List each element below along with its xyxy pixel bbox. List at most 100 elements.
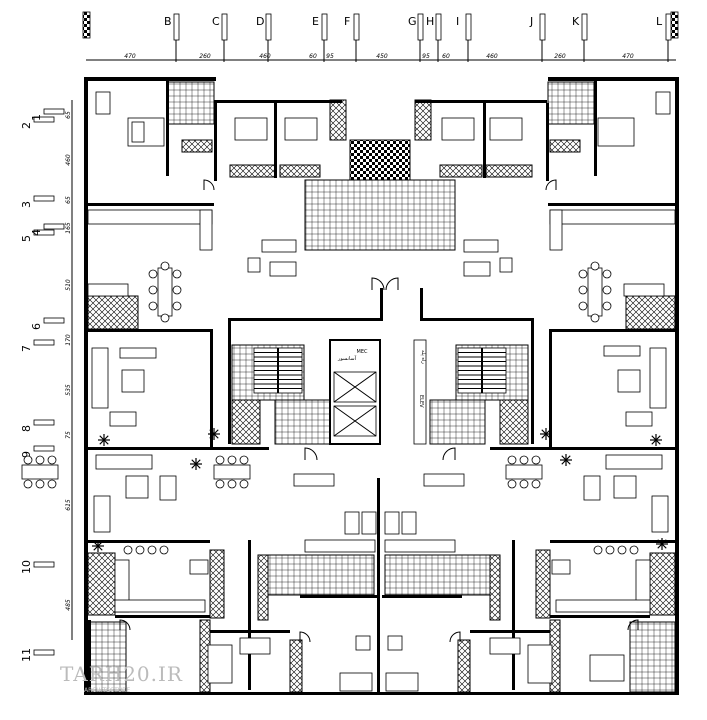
row-axis-label: 1: [30, 114, 43, 121]
chair: [23, 455, 33, 465]
row-axis-label: 9: [20, 451, 33, 458]
left-dimension-label: 75: [65, 431, 72, 439]
plant-icon: [560, 454, 572, 466]
furniture: [21, 91, 676, 692]
chair: [227, 455, 237, 465]
chair: [215, 479, 225, 489]
plant-icon: [98, 434, 110, 446]
chair: [578, 301, 588, 311]
row-axis-label: 5: [20, 235, 33, 242]
chairs: [23, 261, 639, 555]
chair: [47, 479, 57, 489]
row-axis-label: 8: [20, 425, 33, 432]
chair: [578, 269, 588, 279]
chair: [531, 455, 541, 465]
chair: [172, 301, 182, 311]
row-axis-label: 2: [20, 122, 33, 129]
column-axis-label: E: [312, 15, 319, 28]
left-dimension-label: 510: [65, 279, 72, 291]
left-dimension-label: 65: [65, 196, 72, 204]
plant-icon: [540, 428, 552, 440]
door-swing: [371, 277, 385, 291]
chair: [148, 269, 158, 279]
chair: [531, 479, 541, 489]
left-dimension-label: 460: [65, 154, 72, 166]
door-swing: [449, 631, 461, 643]
elevator-sign-left: آسانسور: [337, 355, 357, 362]
top-dimension-label: 460: [259, 53, 271, 60]
door-swing: [442, 447, 456, 461]
chair: [239, 479, 249, 489]
elevator-core: MEC آسانسور ELEV راه پله: [253, 339, 507, 445]
plant-icon: [208, 428, 220, 440]
top-dimension-label: 60: [442, 53, 450, 60]
left-dimension-label: 165: [65, 222, 72, 234]
row-axis-label: 7: [20, 345, 33, 352]
chair: [602, 269, 612, 279]
left-dimension-label: 65: [65, 111, 72, 119]
elevator-label: MEC: [357, 349, 368, 355]
plants: [92, 428, 668, 552]
axis-marker-m-icon: [670, 11, 679, 39]
top-dimension-label: 95: [422, 53, 430, 60]
chair: [593, 545, 603, 555]
chair: [507, 479, 517, 489]
elevator-right-label: ELEV: [418, 395, 424, 408]
row-axis-label: 6: [30, 323, 43, 330]
chair: [23, 479, 33, 489]
column-axis-label: J: [529, 15, 533, 28]
column-axis-label: C: [212, 15, 220, 28]
row-axis-label: 11: [20, 648, 33, 662]
chair: [239, 455, 249, 465]
plant-icon: [190, 458, 202, 470]
chair: [123, 545, 133, 555]
top-dimension-label: 95: [326, 53, 334, 60]
interior-partitions: [88, 81, 675, 692]
chair: [629, 545, 639, 555]
chair: [215, 455, 225, 465]
plant-icon: [650, 434, 662, 446]
column-axis-label: G: [408, 15, 417, 28]
top-dimension-label: 470: [622, 53, 634, 60]
hatched-walls: [87, 99, 676, 693]
door-swing: [627, 619, 639, 631]
chair: [590, 313, 600, 323]
column-axis-label: B: [164, 15, 172, 28]
door-swing: [203, 179, 215, 191]
plant-icon: [92, 540, 104, 552]
chair: [602, 285, 612, 295]
plant-icon: [656, 538, 668, 550]
chair: [35, 479, 45, 489]
chair: [507, 455, 517, 465]
watermark-text: TARH20.IR: [60, 662, 183, 686]
chair: [227, 479, 237, 489]
doors: [119, 179, 639, 643]
chair: [172, 285, 182, 295]
left-dimension-label: 615: [65, 499, 72, 511]
top-dimension-label: 60: [309, 53, 317, 60]
column-axis-label: H: [426, 15, 434, 28]
top-dimension-label: 470: [124, 53, 136, 60]
chair: [172, 269, 182, 279]
door-swing: [119, 619, 131, 631]
chair: [148, 301, 158, 311]
chair: [35, 455, 45, 465]
axis-marker-a-icon: [82, 11, 91, 39]
chair: [602, 301, 612, 311]
chair: [47, 455, 57, 465]
chair: [617, 545, 627, 555]
top-dimension-label: 260: [199, 53, 211, 60]
top-dimension-label: 460: [486, 53, 498, 60]
row-axis-label: 10: [20, 560, 33, 574]
chair: [135, 545, 145, 555]
door-swing: [385, 277, 399, 291]
column-axis-label: D: [256, 15, 264, 28]
door-swing: [299, 631, 311, 643]
left-dimension-label: 485: [65, 599, 72, 611]
column-axis-label: K: [572, 15, 580, 28]
left-dimension-label: 170: [65, 334, 72, 346]
row-axis-label: 4: [30, 229, 43, 236]
top-dimension-label: 450: [376, 53, 388, 60]
left-dimension-label: 535: [65, 384, 72, 396]
